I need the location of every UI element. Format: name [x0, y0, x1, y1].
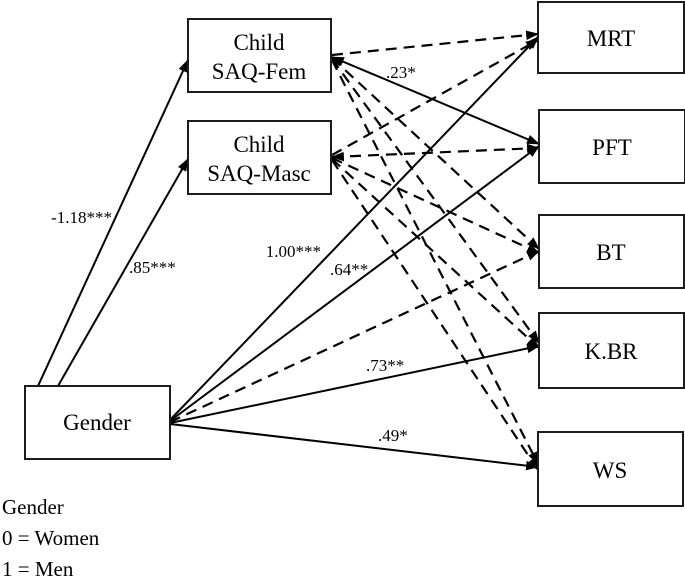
edge-gender_kbr [169, 343, 541, 424]
edges-layer [37, 30, 541, 471]
node-label-gender-line1: Gender [63, 410, 131, 435]
edge-saqfem_kbr [331, 58, 540, 344]
edge-saqmasc_bt [331, 157, 540, 254]
node-box-bt [538, 214, 685, 289]
node-label-saq_fem-line2: SAQ-Fem [212, 59, 307, 84]
legend-layer: Gender 0 = Women 1 = Men [2, 495, 100, 581]
edge-saqmasc_kbr [331, 158, 540, 349]
edge-label-gender_saqfem: -1.18*** [51, 208, 112, 227]
node-box-gender [24, 385, 171, 460]
node-label-saq_fem-line1: Child [233, 30, 285, 55]
edge-saqfem_ws [331, 59, 539, 465]
edge-label-gender_saqmasc: .85*** [129, 258, 176, 277]
edge-label-saqfem_pft: .23* [386, 63, 416, 82]
edge-label-gender_kbr: .73** [366, 356, 404, 375]
edge-label-gender_ws: .49* [378, 426, 408, 445]
edge-gender_saqfem [37, 59, 189, 387]
legend-line-1: Gender [2, 495, 64, 519]
edge-saqfem_mrt [331, 30, 540, 57]
edge-saqmasc_ws [331, 159, 539, 471]
edge-gender_ws [169, 423, 540, 471]
edge-saqfem_bt [331, 57, 540, 250]
edge-saqmasc_mrt [331, 39, 539, 156]
node-label-pft-line1: PFT [592, 135, 632, 160]
edge-gender_saqmasc [57, 158, 189, 387]
node-box-pft [538, 109, 685, 184]
edge-label-gender_mrt: 1.00*** [266, 242, 321, 261]
edge-labels-layer: -1.18*** .85*** 1.00*** .64** .73** .49* .23* [51, 63, 416, 445]
legend-line-2: 0 = Women [2, 526, 100, 550]
legend-line-3: 1 = Men [2, 557, 74, 581]
node-label-saq_masc-line2: SAQ-Masc [207, 161, 311, 186]
node-box-mrt [537, 1, 685, 74]
node-label-kbr-line1: K.BR [584, 339, 638, 364]
edge-saqfem_pft [331, 56, 540, 145]
node-box-kbr [538, 312, 685, 389]
node-label-bt-line1: BT [596, 240, 625, 265]
nodes-layer: ChildSAQ-FemChildSAQ-MascGenderMRTPFTBTK… [24, 1, 685, 507]
node-box-saq_fem [187, 18, 332, 93]
node-box-saq_masc [187, 120, 332, 195]
node-label-mrt-line1: MRT [587, 26, 635, 51]
node-label-saq_masc-line1: Child [233, 132, 285, 157]
edge-gender_bt [169, 250, 540, 423]
node-box-ws [537, 431, 684, 507]
edge-saqmasc_pft [330, 143, 541, 162]
edge-label-gender_pft: .64** [330, 260, 368, 279]
edge-gender_pft [169, 145, 540, 422]
node-label-ws-line1: WS [593, 458, 628, 483]
edge-gender_mrt [169, 36, 539, 421]
